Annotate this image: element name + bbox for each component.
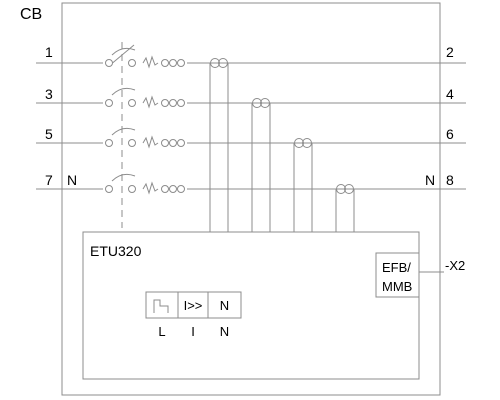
terminal-3: 3 bbox=[45, 86, 53, 102]
function-cell-n bbox=[207, 291, 242, 319]
pole-3 bbox=[103, 127, 187, 149]
terminal-2: 2 bbox=[446, 44, 454, 60]
function-cell-i-label: I>> bbox=[184, 298, 203, 313]
protection-functions: I>> N L I N bbox=[145, 291, 242, 339]
neutral-label-right: N bbox=[425, 172, 435, 188]
connector-label: -X2 bbox=[445, 258, 465, 273]
terminal-7: 7 bbox=[45, 172, 53, 188]
function-cell-l bbox=[145, 291, 179, 319]
neutral-label-left: N bbox=[67, 172, 77, 188]
terminal-4: 4 bbox=[446, 86, 454, 102]
terminal-8: 8 bbox=[446, 172, 454, 188]
current-transformers bbox=[209, 58, 355, 232]
current-transformer-3 bbox=[293, 138, 313, 232]
function-caption-i: I bbox=[191, 324, 195, 339]
pole-neutral bbox=[103, 173, 187, 195]
current-transformer-neutral bbox=[335, 184, 355, 232]
trip-unit-box bbox=[82, 231, 420, 380]
terminal-5: 5 bbox=[45, 126, 53, 142]
pole-1 bbox=[103, 44, 187, 69]
terminal-6: 6 bbox=[446, 126, 454, 142]
function-cell-n-label: N bbox=[220, 298, 229, 313]
breaker-label: CB bbox=[20, 6, 42, 23]
overload-symbol bbox=[153, 299, 169, 313]
module-line-2: MMB bbox=[382, 279, 412, 294]
current-transformer-2 bbox=[251, 98, 271, 232]
trip-unit-name: ETU320 bbox=[90, 243, 142, 259]
function-caption-n: N bbox=[220, 324, 229, 339]
function-caption-l: L bbox=[158, 324, 165, 339]
module-line-1: EFB/ bbox=[382, 260, 411, 275]
breaker-contacts bbox=[103, 42, 187, 228]
current-transformer-1 bbox=[209, 58, 229, 232]
pole-2 bbox=[103, 87, 187, 109]
module-box bbox=[375, 252, 420, 298]
terminal-1: 1 bbox=[45, 44, 53, 60]
efb-mmb-module: EFB/ MMB -X2 bbox=[375, 252, 465, 298]
